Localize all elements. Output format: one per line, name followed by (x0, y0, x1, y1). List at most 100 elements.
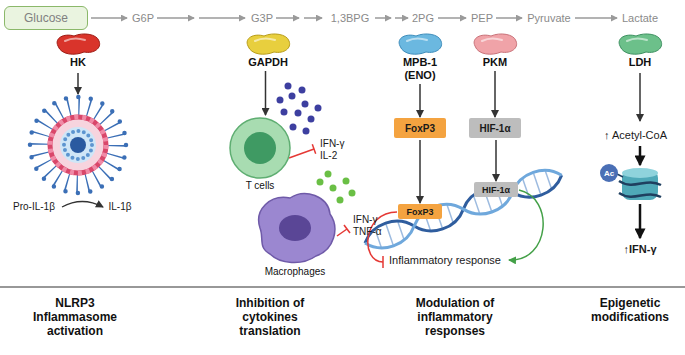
inflammasome-spikes (40, 107, 116, 183)
cytokine-dot (349, 190, 356, 197)
inflammasome-core (60, 127, 96, 163)
node-text: HIF-1α (479, 123, 510, 134)
cytokine-dot (315, 105, 322, 112)
metabolite-label: 2PG (393, 11, 453, 25)
node-shape (225, 116, 295, 180)
node-text: Macrophages (245, 266, 345, 278)
pathway-arrow (91, 17, 127, 19)
dna-rung (447, 204, 454, 223)
inhibition-bar (312, 144, 315, 153)
cytokine-dot (302, 101, 309, 108)
inhibition-mark (337, 225, 350, 236)
cytokine-label: IFN-γ (353, 214, 393, 226)
node-text: Glucose (24, 11, 68, 25)
node-text: T cells (225, 180, 295, 192)
dna-rung (398, 221, 405, 240)
enzyme-node: GAPDH (236, 32, 300, 69)
cytokine-dot (289, 93, 296, 100)
metabolite-label: PEP (452, 11, 512, 25)
enzyme-node: LDH (615, 32, 665, 69)
inflammasome-tips (30, 97, 126, 193)
section-divider (0, 286, 685, 287)
cytokine-dots (277, 83, 322, 135)
metabolite-label: Pyruvate (519, 11, 579, 25)
node-text: GAPDH (236, 56, 300, 69)
cleavage-arrow (62, 202, 103, 208)
inflammasome-ring (50, 117, 106, 173)
node-text: Ac (604, 169, 614, 178)
connector-arrow (419, 84, 421, 117)
cell-nucleus (279, 215, 311, 241)
inhibition-bar (344, 225, 350, 233)
connector-arrow (494, 71, 496, 117)
pathway-arrow (375, 17, 391, 19)
pathway-arrow (438, 17, 466, 19)
pathway-arrow (276, 17, 299, 19)
section-caption: Modulation of inflammatory responses (405, 296, 505, 338)
enzyme-highlight (407, 39, 427, 41)
connector-arrow (265, 71, 267, 115)
metabolite-label: G3P (232, 11, 292, 25)
macrophage: Macrophages (245, 188, 345, 278)
cytokine-dot (281, 109, 288, 116)
node-shape (250, 188, 340, 266)
inflammasome-beads (64, 131, 92, 159)
enzyme-node: PKM (470, 32, 520, 69)
cell-body (259, 194, 335, 263)
enzyme-shape (57, 34, 100, 54)
metabolite-label: ↑ Acetyl-CoA (604, 128, 682, 142)
cytokine-dot (325, 171, 332, 178)
connector-arrow (495, 140, 497, 181)
section-caption: Epigenetic modifications (585, 296, 675, 324)
nucleosome-dna (619, 193, 661, 197)
node-text: FoxP3 (405, 123, 435, 134)
cytokine-dot (303, 128, 310, 135)
enzyme-shape (399, 34, 442, 54)
cytokine-label: IFN-γ (320, 138, 360, 150)
metabolite-label: 1,3BPG (320, 11, 380, 25)
factor-box: HIF-1α (469, 118, 521, 138)
acetyl-mark: Ac (600, 164, 618, 182)
pathway-arrow (157, 17, 194, 19)
inflammasome-center (70, 137, 86, 153)
substrate-box: Glucose (4, 6, 88, 30)
response-label: Inflammatory response (385, 253, 505, 267)
promotion-arrow (509, 190, 543, 260)
connector-arrow (419, 140, 421, 203)
inhibition-mark (289, 144, 316, 158)
inhibition-line (289, 149, 314, 158)
pathway-arrow (199, 17, 245, 19)
section-caption: NLRP3 Inflammasome activation (20, 296, 130, 338)
dna-rung (386, 224, 393, 245)
cytokine-label: IL-1β (100, 201, 140, 213)
enzyme-highlight (482, 39, 502, 41)
node-text: HIF-1α (482, 185, 510, 195)
activation-arrow (639, 73, 641, 121)
metabolite-label: G6P (113, 11, 173, 25)
dna-helix (361, 164, 565, 254)
node-shape (395, 32, 445, 56)
dna-strand (361, 164, 565, 254)
node-shape (243, 32, 293, 56)
inhibition-bar (382, 256, 384, 268)
enzyme-shape (474, 34, 517, 54)
node-text: FoxP3 (406, 207, 433, 217)
enzyme-shape (247, 34, 290, 54)
pathway-arrow (395, 17, 408, 19)
node-text: PKM (470, 56, 520, 69)
inhibition-line (337, 229, 347, 236)
cytokine-dot (337, 197, 344, 204)
cytokine-dot (330, 185, 337, 192)
inflammasome-ring (50, 117, 106, 173)
acetyl-tail (617, 174, 623, 177)
pathway-arrow (304, 17, 322, 19)
bound-factor: HIF-1α (474, 182, 518, 197)
enzyme-shape (619, 34, 662, 54)
cytokine-label: Pro-IL-1β (4, 201, 64, 213)
section-caption: Inhibition of cytokines translation (220, 296, 320, 338)
node-shape (53, 32, 103, 56)
pathway-arrow (496, 17, 522, 19)
